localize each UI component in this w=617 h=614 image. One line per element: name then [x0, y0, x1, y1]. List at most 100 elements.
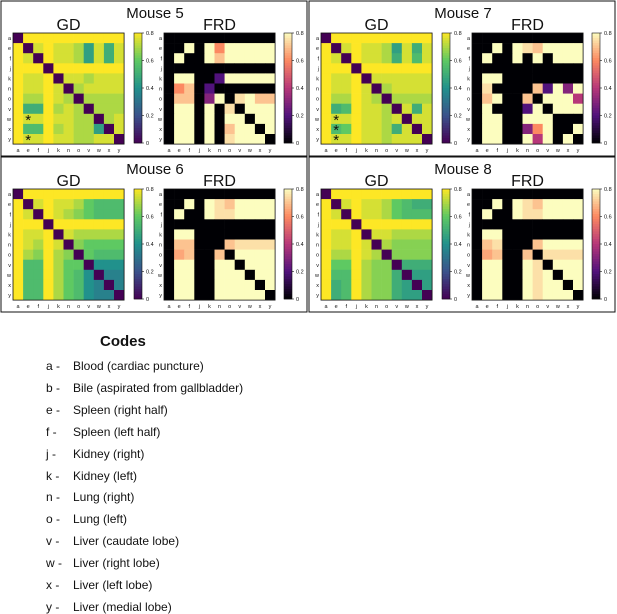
- heatmap-cell: [33, 83, 44, 94]
- heatmap-cell: [164, 259, 175, 271]
- heatmap-cell: [341, 73, 352, 84]
- colorbar-swatch: [592, 140, 600, 144]
- colorbar-swatch: [442, 226, 450, 230]
- heatmap-cell: [33, 259, 44, 271]
- heatmap-cell: [214, 229, 225, 240]
- colorbar-swatch: [284, 261, 292, 265]
- heatmap-cell: [401, 53, 413, 64]
- heatmap-cell: [371, 93, 382, 104]
- heatmap-cell: [512, 113, 523, 125]
- colorbar-swatch: [134, 251, 142, 255]
- heatmap-cell: [542, 259, 554, 271]
- heatmap-cell: [381, 209, 392, 220]
- heatmap-cell: [234, 189, 246, 200]
- heatmap-cell: [33, 249, 44, 260]
- heatmap-cell: [542, 279, 554, 291]
- heatmap-cell: [573, 269, 584, 281]
- frd-map-frame: [471, 188, 584, 301]
- heatmap-cell: [522, 259, 533, 271]
- heatmap-cell: [532, 134, 543, 145]
- heatmap-cell: [43, 259, 54, 271]
- colorbar-swatch: [592, 118, 600, 121]
- heatmap-cell: [43, 279, 54, 291]
- heatmap-cell: [174, 239, 185, 250]
- heatmap-cell: [422, 43, 433, 54]
- heatmap-cell: [13, 134, 24, 145]
- y-tick-label: k: [159, 232, 162, 238]
- heatmap-cell: [341, 259, 352, 271]
- heatmap-cell: [341, 113, 352, 125]
- heatmap-cell: [244, 53, 256, 64]
- heatmap-cell: [23, 290, 34, 301]
- x-tick-label: f: [188, 304, 190, 310]
- heatmap-cell: [381, 53, 392, 64]
- colorbar-swatch: [592, 284, 600, 287]
- heatmap-cell: [73, 189, 84, 200]
- gd-map-frame: [320, 188, 433, 301]
- x-tick-label: v: [546, 304, 549, 310]
- colorbar-swatch: [284, 236, 292, 240]
- y-tick-label: f: [160, 56, 162, 62]
- heatmap-cell: [93, 269, 105, 281]
- heatmap-cell: [63, 259, 74, 271]
- heatmap-cell: [532, 290, 543, 301]
- gd-map-frame: [320, 32, 433, 145]
- heatmap-cell: [184, 279, 195, 291]
- y-tick-label: n: [316, 87, 319, 93]
- colorbar-swatch: [442, 249, 450, 252]
- colorbar-swatch: [134, 35, 142, 39]
- heatmap-cell: [234, 134, 246, 145]
- heatmap-cell: [13, 249, 24, 260]
- heatmap-cell: [331, 290, 342, 301]
- heatmap-cell: [552, 209, 564, 220]
- heatmap-cell: [321, 189, 332, 200]
- heatmap-cell: [43, 249, 54, 260]
- heatmap-cell: [472, 279, 483, 291]
- x-tick-label: w: [404, 148, 409, 154]
- y-tick-label: y: [8, 137, 11, 143]
- colorbar-swatch: [592, 48, 600, 51]
- colorbar-tick-label: 0: [604, 297, 607, 303]
- colorbar-swatch: [284, 291, 292, 295]
- code-row: n -Lung (right): [46, 490, 134, 504]
- colorbar-swatch: [442, 55, 450, 59]
- y-tick-label: w: [157, 117, 162, 123]
- heatmap-cell: [93, 249, 105, 260]
- colorbar-swatch: [442, 264, 450, 267]
- heatmap-cell: [103, 199, 115, 210]
- heatmap-cell: [361, 209, 372, 220]
- heatmap-cell: [532, 83, 543, 94]
- colorbar-swatch: [442, 58, 450, 61]
- code-row: e -Spleen (right half): [46, 403, 168, 417]
- heatmap-cell: [83, 239, 95, 250]
- heatmap-cell: [164, 63, 175, 74]
- heatmap-cell: [73, 209, 84, 220]
- heatmap-cell: [234, 259, 246, 271]
- heatmap-cell: [204, 123, 215, 135]
- colorbar-swatch: [284, 73, 292, 76]
- heatmap-cell: [391, 189, 403, 200]
- heatmap-cell: [391, 269, 403, 281]
- heatmap-cell: [361, 239, 372, 250]
- heatmap-cell: [33, 199, 44, 210]
- colorbar-swatch: [284, 224, 292, 227]
- y-tick-label: e: [8, 202, 11, 208]
- x-tick-label: n: [526, 148, 529, 154]
- colorbar-swatch: [134, 120, 142, 124]
- heatmap-cell: [371, 259, 382, 271]
- heatmap-cell: [422, 279, 433, 291]
- colorbar-swatch: [284, 105, 292, 109]
- heatmap-cell: [411, 229, 423, 240]
- heatmap-cell: [562, 43, 574, 54]
- heatmap-cell: [114, 199, 125, 210]
- colorbar-swatch: [134, 68, 142, 71]
- x-tick-label: f: [188, 148, 190, 154]
- heatmap-cell: [331, 269, 342, 281]
- heatmap-cell: [401, 229, 413, 240]
- heatmap-cell: [234, 63, 246, 74]
- heatmap-cell: [214, 113, 225, 125]
- heatmap-cell: [114, 123, 125, 135]
- heatmap-cell: [361, 53, 372, 64]
- colorbar-swatch: [134, 254, 142, 257]
- colorbar-swatch: [592, 123, 600, 126]
